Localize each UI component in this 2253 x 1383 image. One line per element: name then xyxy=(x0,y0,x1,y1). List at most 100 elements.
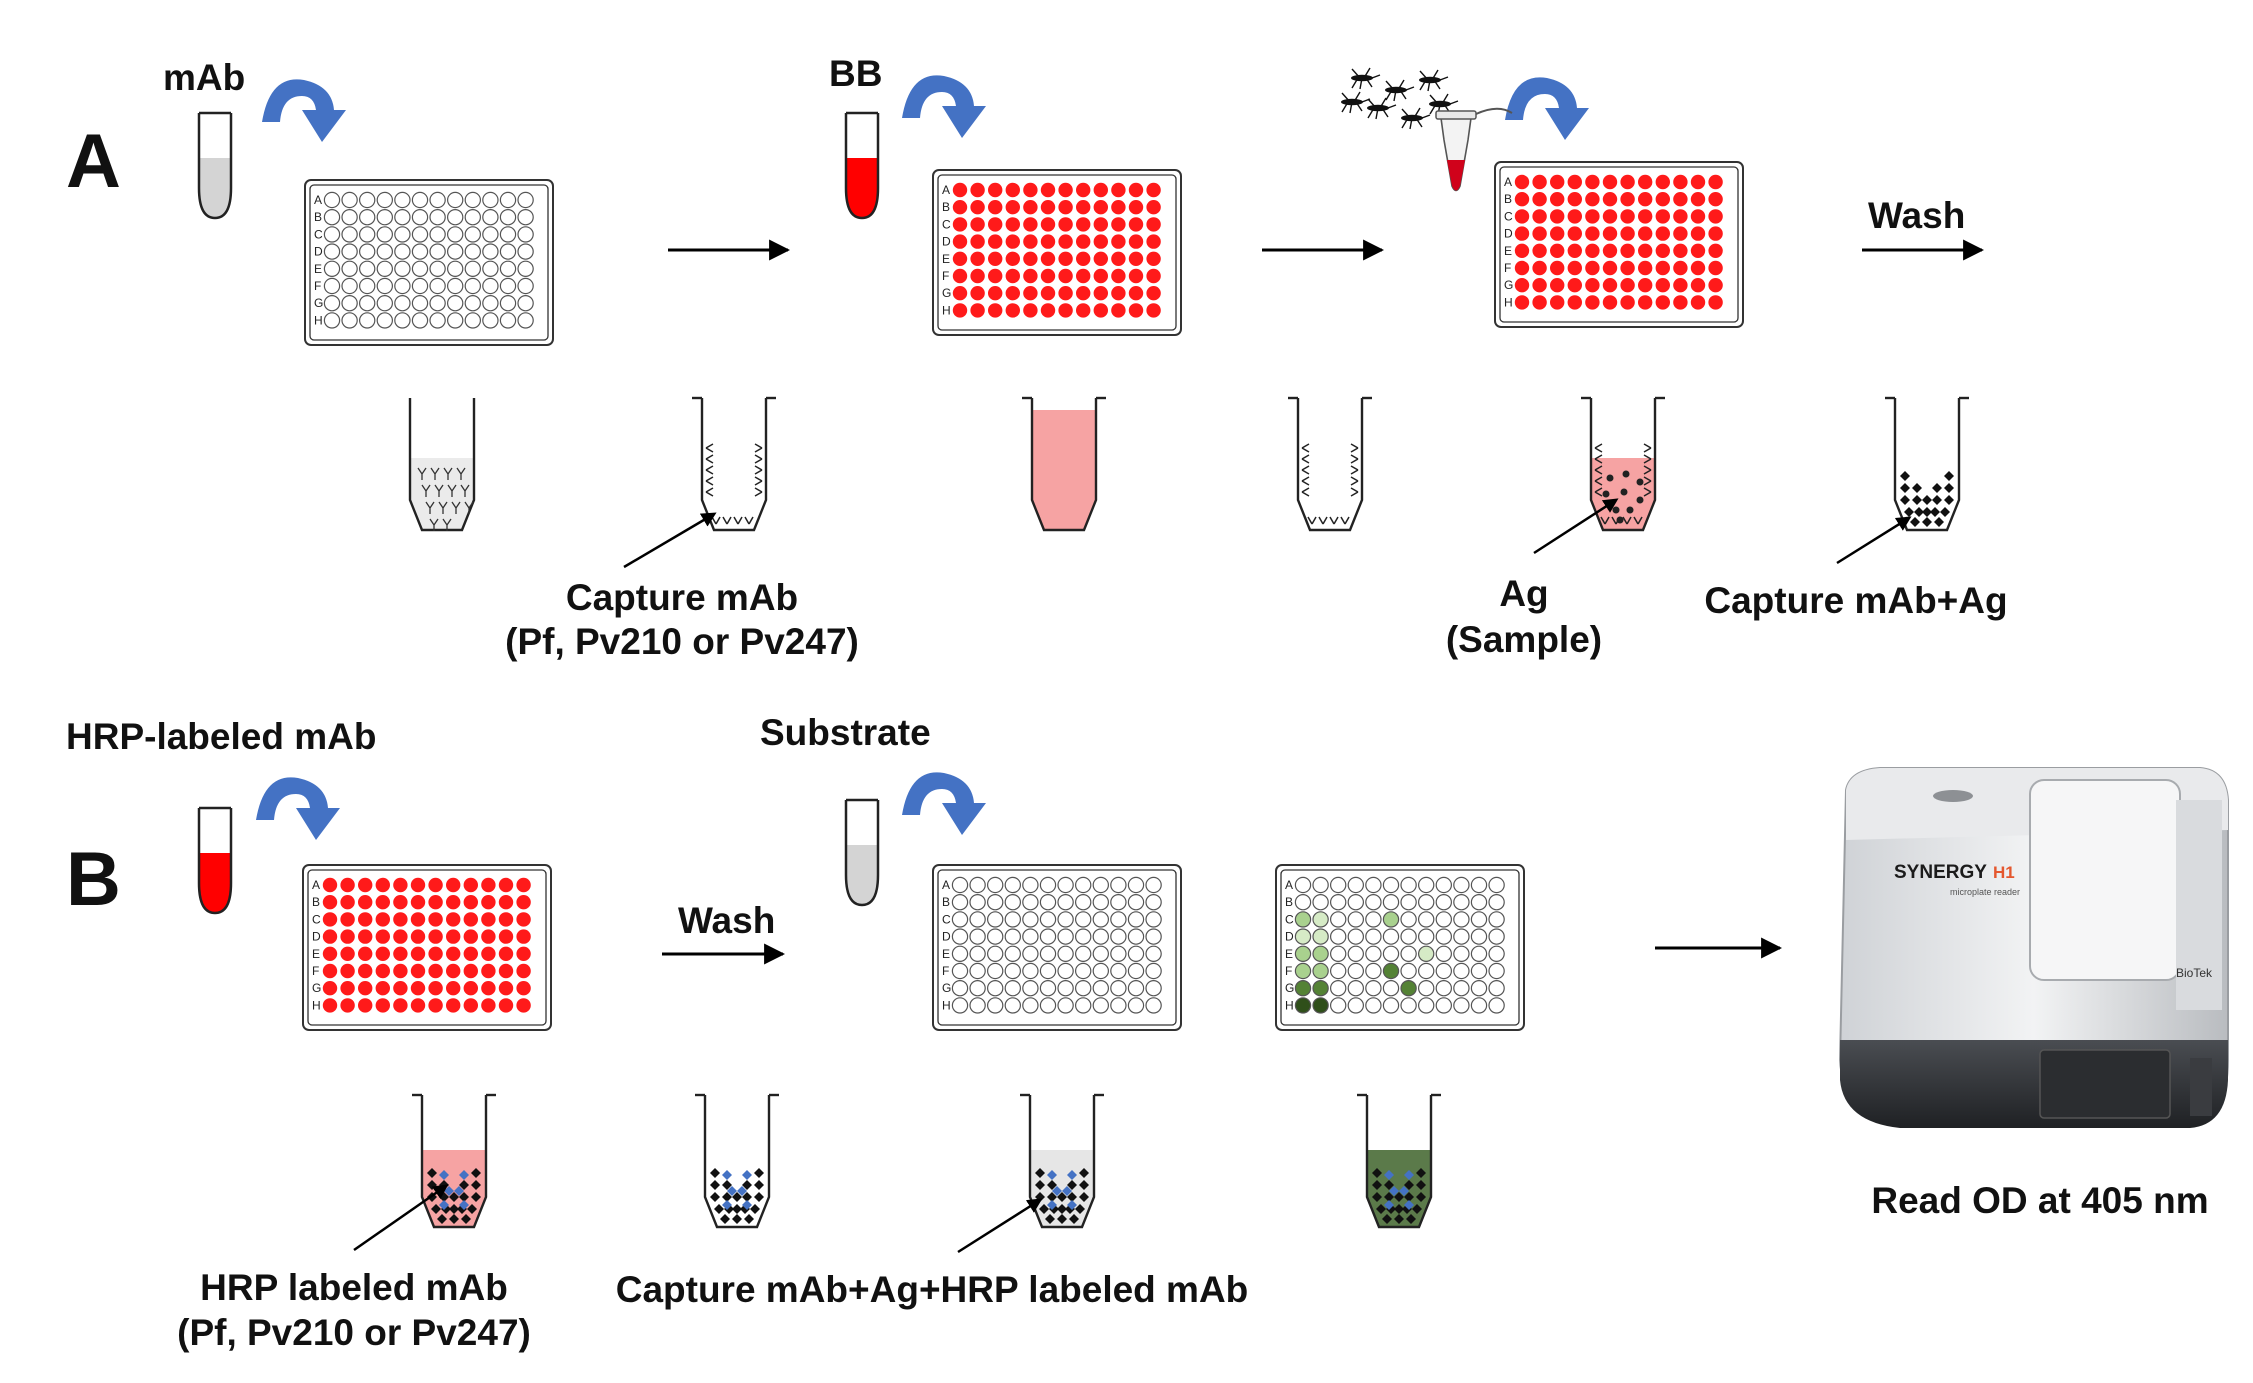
plate-well xyxy=(1637,208,1654,225)
plate-well xyxy=(1584,173,1601,190)
plate-well xyxy=(1584,294,1601,311)
plate-well xyxy=(1127,997,1145,1014)
plate-well xyxy=(429,191,446,209)
plate-well xyxy=(1092,302,1109,319)
plate-well xyxy=(1347,928,1365,945)
plate-row-label: D xyxy=(942,930,951,944)
mosquito-icon xyxy=(1341,91,1371,114)
curved-arrow-substrate xyxy=(902,772,986,835)
plate-well xyxy=(1382,945,1400,963)
plate-well xyxy=(1584,242,1601,259)
plate-well xyxy=(1417,980,1435,997)
plate-row-label: F xyxy=(942,269,949,283)
reader-maker: BioTek xyxy=(2176,966,2213,980)
plate-well xyxy=(1057,302,1074,319)
plate-well xyxy=(1329,945,1347,963)
plate-well xyxy=(409,877,426,894)
plate-well xyxy=(339,894,356,911)
plate-row-label: B xyxy=(942,895,950,909)
plate-well xyxy=(427,877,444,894)
capture-mab-caption-2: (Pf, Pv210 or Pv247) xyxy=(505,621,859,662)
plate-well xyxy=(1312,876,1329,894)
plate-well xyxy=(374,997,391,1014)
plate-well xyxy=(1584,277,1601,294)
plate-well xyxy=(376,260,393,277)
plate-well xyxy=(1057,250,1074,267)
plate-well xyxy=(1531,225,1548,242)
plate-well xyxy=(1057,199,1074,216)
plate-well xyxy=(1127,945,1145,963)
pointer-hrp xyxy=(353,1184,449,1252)
complex-caption: Capture mAb+Ag+HRP labeled mAb xyxy=(616,1269,1249,1310)
plate-well xyxy=(1110,876,1127,894)
plate-well xyxy=(339,980,356,997)
plate-well xyxy=(1040,181,1057,198)
plate-well xyxy=(374,928,391,945)
plate-well xyxy=(1637,225,1654,242)
plate-well xyxy=(1039,894,1057,911)
plate-well xyxy=(1039,945,1057,963)
plate-well xyxy=(517,208,534,226)
plate-well xyxy=(447,277,464,295)
plate-well xyxy=(357,980,374,997)
plate-well xyxy=(1488,997,1505,1014)
plate-well xyxy=(1488,876,1505,894)
plate-well xyxy=(1040,199,1057,216)
plate-well xyxy=(1365,911,1382,928)
plate-well xyxy=(341,277,358,295)
plate-well xyxy=(1707,242,1724,259)
plate-well xyxy=(969,250,986,267)
plate-well xyxy=(952,250,969,267)
plate-well xyxy=(321,911,338,928)
plate-well xyxy=(1470,894,1488,911)
plate-well xyxy=(1488,894,1505,911)
plate-well xyxy=(480,963,497,980)
plate-well xyxy=(1329,980,1347,997)
plate-well xyxy=(1514,277,1531,294)
plate-well xyxy=(497,997,514,1014)
plate-well xyxy=(323,260,341,277)
plate-row-label: C xyxy=(314,227,323,241)
plate-well xyxy=(1619,173,1636,190)
plate-well xyxy=(359,295,376,312)
plate-well xyxy=(1004,233,1021,250)
plate-well xyxy=(411,260,429,277)
plate-well xyxy=(1092,216,1109,233)
plate-well xyxy=(1110,285,1127,302)
plate-row-label: D xyxy=(1285,930,1294,944)
plate-well xyxy=(1453,980,1470,997)
plate-well xyxy=(1022,997,1039,1014)
plate-well xyxy=(323,226,341,243)
plate-well xyxy=(445,980,462,997)
plate-well xyxy=(1514,191,1531,208)
plate-well xyxy=(1400,997,1417,1014)
plate-well xyxy=(1074,911,1092,928)
plate-well xyxy=(1145,199,1162,216)
plate-well xyxy=(1514,173,1531,190)
plate-well xyxy=(1312,980,1329,997)
plate-well xyxy=(357,894,374,911)
plate-well xyxy=(359,312,376,329)
well-a-captured-ag xyxy=(1885,396,1969,532)
plate-well xyxy=(462,894,479,911)
plate-well xyxy=(1022,962,1039,980)
plate-well xyxy=(1347,945,1365,963)
plate-well xyxy=(1110,233,1127,250)
plate-well xyxy=(374,877,391,894)
plate-well xyxy=(321,945,338,962)
plate-well xyxy=(1057,928,1074,945)
pipetting-arrows xyxy=(256,75,1589,840)
plate-well xyxy=(1672,242,1689,259)
plate-well xyxy=(1470,962,1488,980)
plate-well xyxy=(1329,997,1347,1014)
well-a-blocking xyxy=(1022,396,1106,532)
plate-well xyxy=(447,312,464,329)
plate-well xyxy=(1435,928,1453,945)
plate-well xyxy=(359,260,376,277)
plate-well xyxy=(1022,199,1039,216)
plate-well xyxy=(1400,876,1417,894)
plate-well xyxy=(1707,191,1724,208)
plate-well xyxy=(1566,208,1583,225)
